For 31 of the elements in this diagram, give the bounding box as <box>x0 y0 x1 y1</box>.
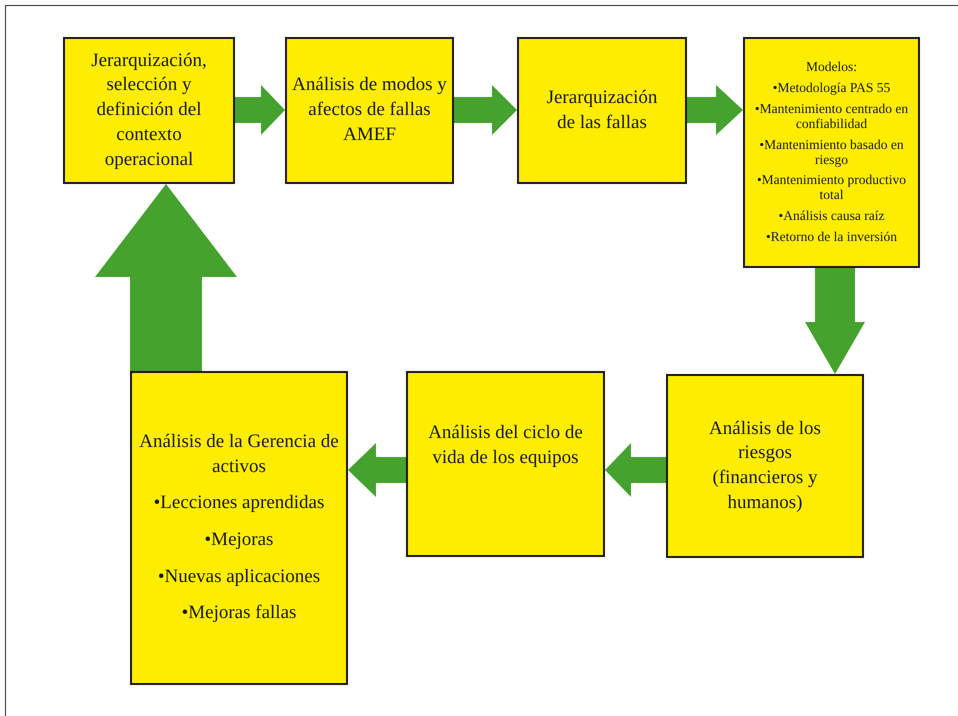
list-item: •Mejoras <box>204 528 274 552</box>
list-item: •Mantenimiento basado en riesgo <box>758 138 905 168</box>
block-arrow <box>95 184 237 371</box>
block-arrow <box>454 85 517 135</box>
block-arrow <box>235 85 285 135</box>
block-arrow <box>805 268 865 374</box>
list-item: •Mejoras fallas <box>182 601 296 626</box>
process-box <box>743 37 920 268</box>
box-text: Jerarquización, selección y definición del contexto operacional <box>90 48 208 172</box>
block-arrow <box>605 443 666 497</box>
box-heading: Análisis de la Gerencia de activos <box>138 430 340 479</box>
list-item: •Nuevas aplicaciones <box>158 564 320 589</box>
list-item: •Mantenimiento productivo total <box>756 173 908 204</box>
list-item: •Mantenimiento centrado en confiabilidad <box>754 102 910 132</box>
process-box <box>666 374 864 558</box>
process-box <box>406 371 605 557</box>
process-box <box>285 37 454 184</box>
list-item: •Metodología PAS 55 <box>772 81 890 96</box>
box-text: Análisis del ciclo de vida de los equipos <box>427 421 584 470</box>
list-item: •Análisis causa raíz <box>778 209 884 224</box>
list-item: •Lecciones aprendidas <box>154 491 324 516</box>
box-heading: Modelos: <box>806 60 857 76</box>
box-text: Análisis de los riesgos (financieros y humanos) <box>708 416 822 515</box>
block-arrow <box>348 443 406 497</box>
list-item: •Retorno de la inversión <box>766 230 898 245</box>
box-text: Jerarquización de las fallas <box>546 86 658 134</box>
box-text: Análisis de modos y afectos de fallas AMEF <box>291 73 448 147</box>
process-box <box>63 37 235 184</box>
block-arrow <box>687 85 743 135</box>
process-box <box>517 37 687 184</box>
process-box <box>130 371 348 685</box>
